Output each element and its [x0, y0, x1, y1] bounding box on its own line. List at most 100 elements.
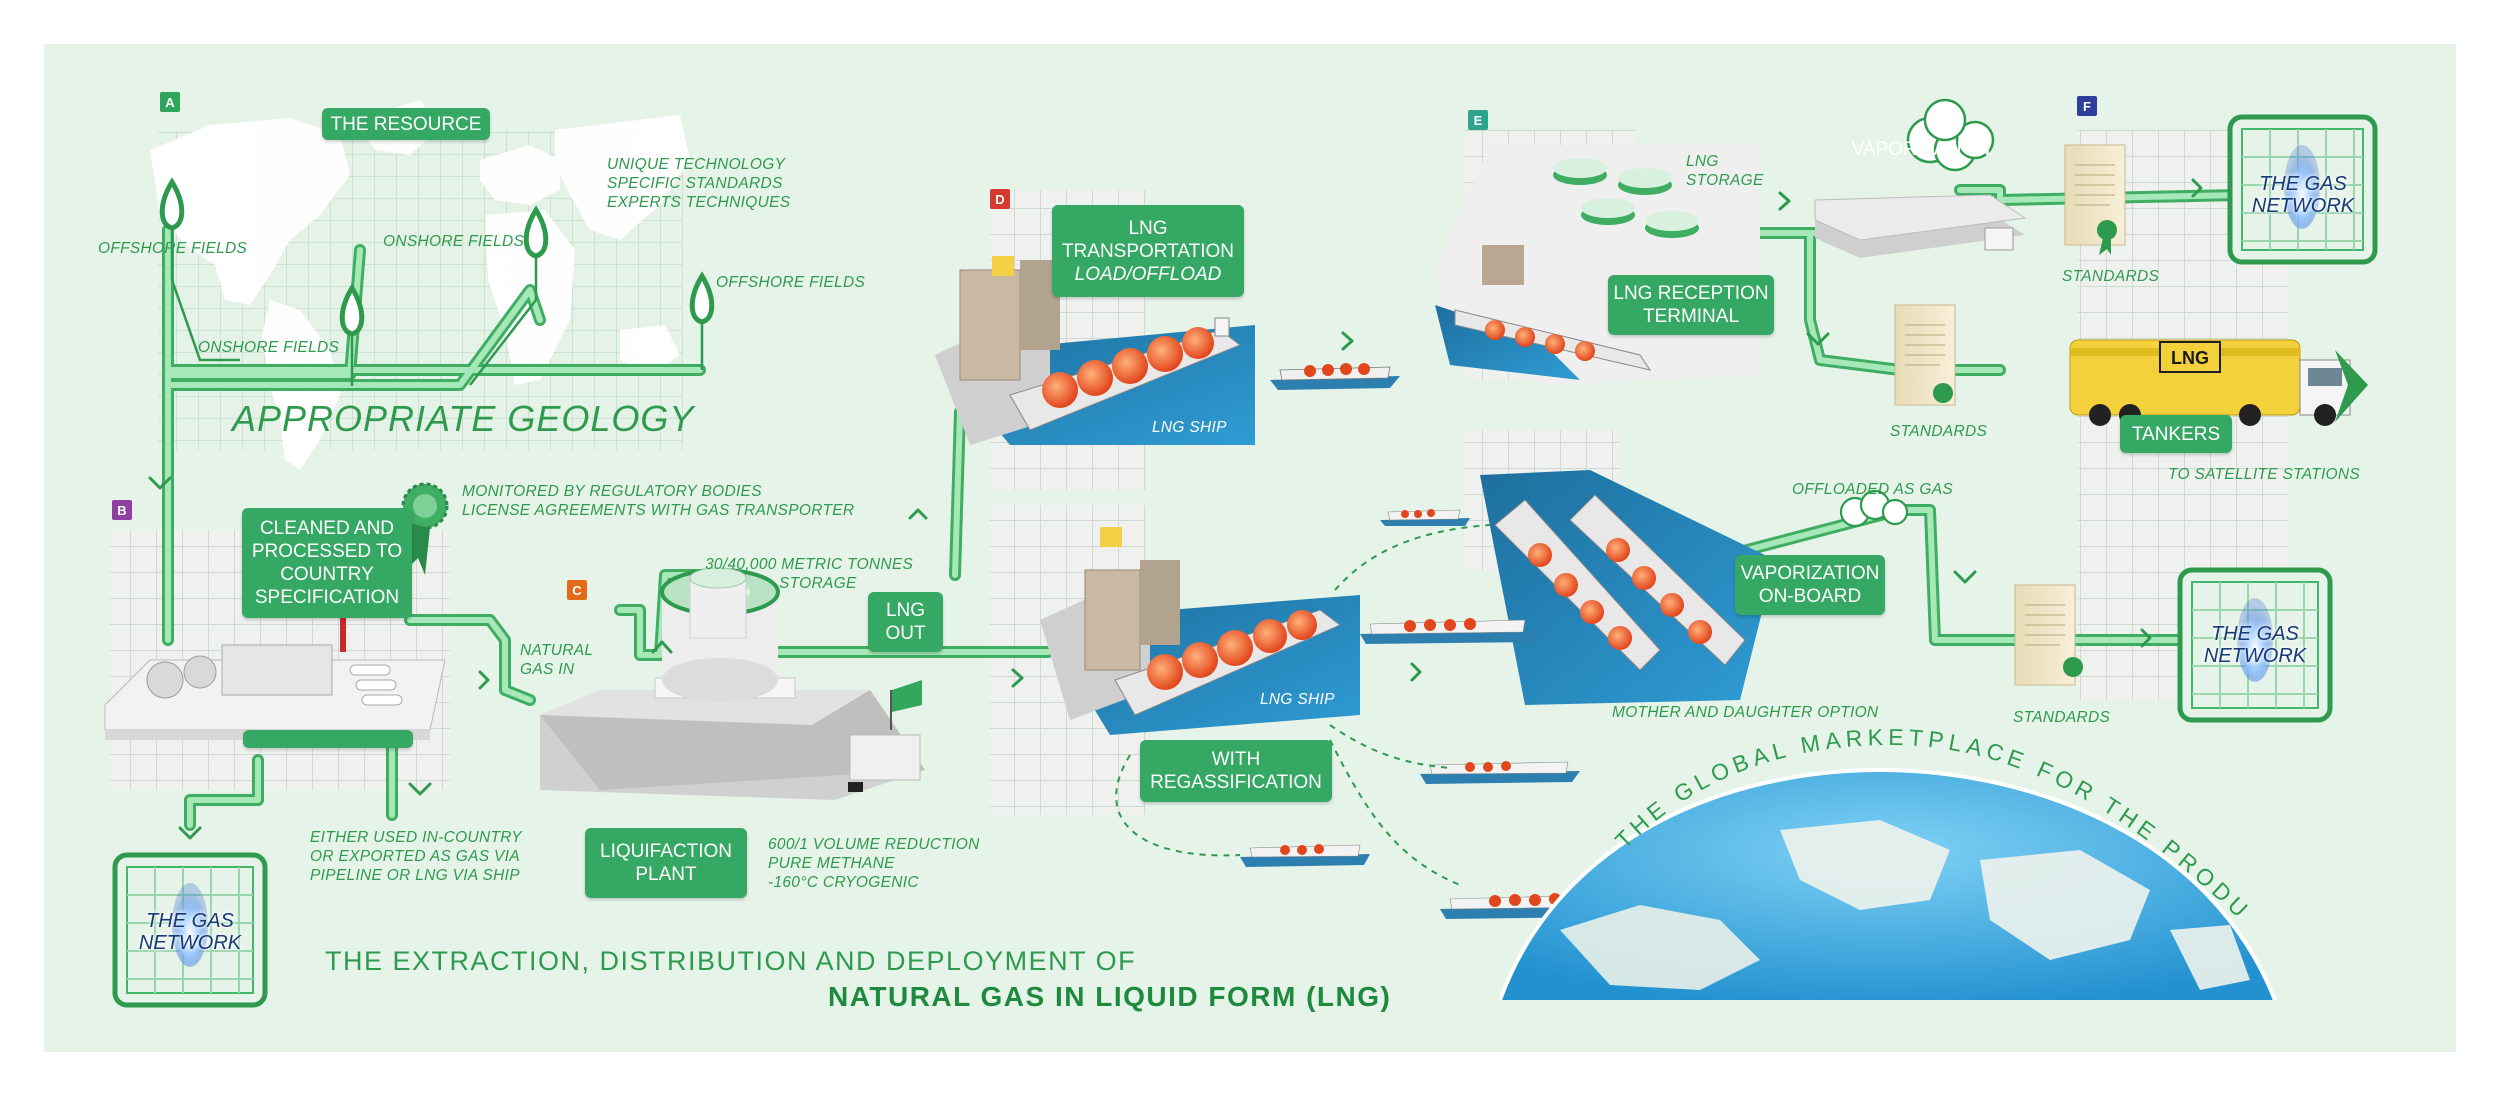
onboard-vaporization-box: VAPORIZATION ON-BOARD [1735, 555, 1885, 615]
storage-line: STORAGE [1686, 172, 1764, 189]
technology-notes: UNIQUE TECHNOLOGY SPECIFIC STANDARDS EXP… [607, 155, 790, 212]
gas-network-line: THE GAS [146, 910, 234, 932]
storage-line: LNG [1686, 153, 1719, 170]
lng-storage-label: LNG STORAGE [1686, 152, 1764, 190]
box-line: LNG [1128, 217, 1168, 239]
process-box-base [243, 730, 413, 748]
box-line: CLEANED AND [259, 518, 395, 539]
gas-network-line: NETWORK [2251, 195, 2355, 217]
satellite-arrow-icon [2335, 350, 2368, 422]
storage-line: 30/40,000 METRIC TONNES [705, 556, 914, 573]
gas-network-grilles [112, 114, 2378, 1008]
export-line: EITHER USED IN-COUNTRY [310, 829, 522, 846]
box-line: LNG RECEPTION [1613, 283, 1769, 304]
small-ship-transit [1270, 363, 1400, 390]
box-line: LNG [885, 600, 926, 621]
box-line: PROCESSED TO [251, 541, 403, 562]
export-line: OR EXPORTED AS GAS VIA [310, 848, 520, 865]
box-line: SPECIFICATION [254, 587, 400, 608]
box-line: LOAD/OFFLOAD [1074, 263, 1222, 285]
regas-ship-scene [1040, 527, 1360, 735]
box-line: LIQUIFACTION [600, 841, 732, 862]
cleaned-processed-box: CLEANED AND PROCESSED TO COUNTRY SPECIFI… [242, 508, 412, 618]
badge-b: B [112, 500, 132, 520]
tankers-box: TANKERS [2120, 415, 2232, 453]
gas-network-line: THE GAS [2211, 623, 2299, 645]
export-notes: EITHER USED IN-COUNTRY OR EXPORTED AS GA… [310, 828, 522, 885]
badge-f: F [2077, 96, 2097, 116]
export-line: PIPELINE OR LNG VIA SHIP [310, 867, 520, 884]
gas-in-line: NATURAL [520, 642, 594, 659]
liquefaction-notes: 600/1 VOLUME REDUCTION PURE METHANE -160… [768, 835, 980, 892]
offloaded-gas-label: OFFLOADED AS GAS [1792, 481, 1953, 498]
satellite-stations-label: TO SATELLITE STATIONS [2168, 466, 2361, 483]
box-line: OUT [885, 623, 926, 644]
gas-network-line: NETWORK [138, 932, 242, 954]
box-line: COUNTRY [280, 564, 374, 585]
liquefaction-plant-box: LIQUIFACTION PLANT [585, 828, 747, 898]
natural-gas-in-label: NATURAL GAS IN [520, 641, 593, 679]
note-line: PURE METHANE [768, 855, 895, 872]
resource-title: THE RESOURCE [322, 108, 490, 140]
reception-terminal [1435, 145, 1760, 385]
offshore-regas-scene [1480, 470, 1909, 705]
box-line: ON-BOARD [1758, 586, 1862, 607]
vaporization-label: VAPORIZATION [1851, 138, 1991, 160]
note-line: 600/1 VOLUME REDUCTION [768, 836, 980, 853]
vaporization-plant [1814, 98, 2027, 258]
box-line: VAPORIZATION [1740, 563, 1880, 584]
regas-ship-label: LNG SHIP [1260, 691, 1335, 708]
box-line: REGASSIFICATION [1150, 772, 1322, 793]
badge-c: C [567, 580, 587, 600]
gas-network-label-mr: THE GAS NETWORK [2180, 623, 2330, 667]
offshore-fields-label-right: OFFSHORE FIELDS [716, 274, 866, 291]
badge-e: E [1468, 110, 1488, 130]
gas-network-line: THE GAS [2259, 173, 2347, 195]
main-title-line2: NATURAL GAS IN LIQUID FORM (LNG) [828, 981, 1392, 1012]
gas-network-label-tr: THE GAS NETWORK [2228, 173, 2378, 217]
badge-d: D [990, 189, 1010, 209]
mother-daughter-label: MOTHER AND DAUGHTER OPTION [1612, 704, 1879, 721]
loading-ship-scene [935, 256, 1255, 445]
lng-ship-label: LNG SHIP [1152, 419, 1227, 436]
standards-documents [1894, 144, 2126, 686]
lng-out-box: LNG OUT [868, 592, 943, 652]
box-line: TERMINAL [1642, 306, 1740, 327]
processing-facility [104, 612, 446, 740]
tech-line: UNIQUE TECHNOLOGY [607, 156, 786, 173]
lng-transportation-box: LNG TRANSPORTATION LOAD/OFFLOAD [1052, 205, 1244, 297]
box-line: WITH [1211, 749, 1261, 770]
monitoring-notes: MONITORED BY REGULATORY BODIES LICENSE A… [462, 482, 854, 520]
standards-label-2: STANDARDS [1890, 423, 1988, 440]
approval-rosette [401, 482, 449, 575]
reception-terminal-box: LNG RECEPTION TERMINAL [1608, 275, 1774, 335]
gas-field-markers [159, 177, 715, 337]
storage-line: STORAGE [779, 575, 857, 592]
main-title-line1: THE EXTRACTION, DISTRIBUTION AND DEPLOYM… [325, 946, 1137, 976]
tech-line: SPECIFIC STANDARDS [607, 175, 783, 192]
onshore-fields-label: ONSHORE FIELDS [383, 233, 525, 250]
tanker-truck [2069, 339, 2351, 426]
monitor-line: LICENSE AGREEMENTS WITH GAS TRANSPORTER [462, 502, 855, 519]
dashed-routes [1115, 524, 1491, 886]
monitor-line: MONITORED BY REGULATORY BODIES [462, 483, 762, 500]
note-line: -160°C CRYOGENIC [768, 874, 919, 891]
standards-label-1: STANDARDS [2062, 268, 2160, 285]
tanker-brand: LNG [2171, 348, 2209, 368]
field-connector-lines [170, 230, 704, 386]
box-line: PLANT [635, 864, 697, 885]
gas-network-line: NETWORK [2203, 645, 2307, 667]
liquefaction-plant [540, 568, 925, 800]
flow-arrows [148, 178, 2203, 840]
onshore-fields-label-left: ONSHORE FIELDS [198, 339, 340, 356]
badge-a: A [160, 92, 180, 112]
gas-network-label-bl: THE GAS NETWORK [115, 910, 265, 954]
gas-in-line: GAS IN [520, 661, 575, 678]
standards-label-3: STANDARDS [2013, 709, 2111, 726]
regassification-box: WITH REGASSIFICATION [1140, 740, 1332, 802]
storage-capacity-label: 30/40,000 METRIC TONNES STORAGE [705, 555, 913, 593]
storage-tank [689, 567, 747, 639]
box-line: TRANSPORTATION [1061, 240, 1235, 262]
appropriate-geology: APPROPRIATE GEOLOGY [232, 398, 695, 439]
